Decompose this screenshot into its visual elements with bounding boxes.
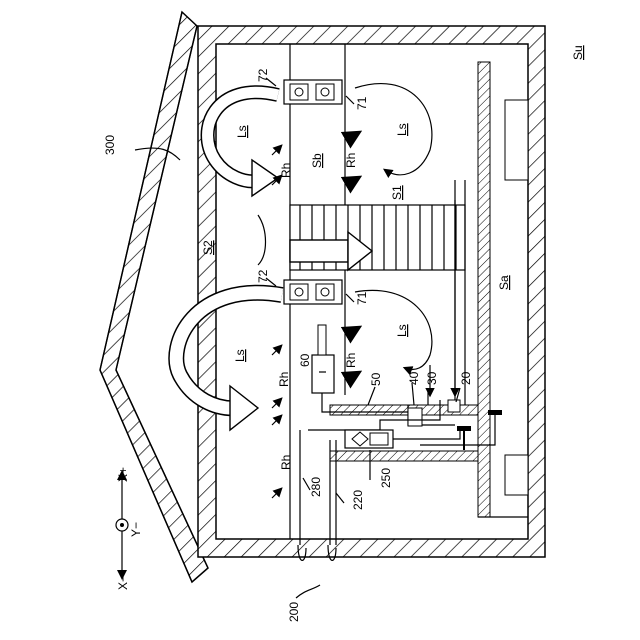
label-ls-top-right: Ls	[395, 123, 409, 136]
label-rh-1: Rh	[279, 163, 293, 178]
label-40: 40	[407, 371, 421, 385]
label-rh-3: Rh	[344, 353, 358, 368]
label-house-300: 300	[103, 135, 117, 155]
label-50: 50	[369, 372, 383, 386]
label-rh-2: Rh	[344, 153, 358, 168]
label-sa: Sa	[497, 275, 511, 290]
label-280: 280	[309, 477, 323, 497]
label-71-top: 71	[355, 96, 369, 110]
label-30: 30	[425, 371, 439, 385]
label-axis-yminus: Y−	[129, 522, 143, 537]
label-200: 200	[287, 602, 301, 622]
label-250: 250	[379, 468, 393, 488]
label-20: 20	[459, 371, 473, 385]
label-ls-bottom-left: Ls	[233, 349, 247, 362]
label-ls-bottom-right: Ls	[395, 324, 409, 337]
label-s2: S2	[201, 240, 215, 255]
label-axis-xminus: X−	[116, 575, 130, 590]
label-72-bottom: 72	[256, 269, 270, 283]
roof	[100, 12, 208, 582]
fan-unit-top	[284, 80, 342, 104]
label-sb: Sb	[310, 153, 324, 168]
label-su: Su	[571, 45, 585, 60]
label-rh-4: Rh	[277, 372, 291, 387]
label-rh-5: Rh	[279, 455, 293, 470]
label-s1: S1	[390, 185, 404, 200]
label-220: 220	[351, 490, 365, 510]
label-71-bottom: 71	[355, 291, 369, 305]
label-60: 60	[298, 353, 312, 367]
label-72-top: 72	[256, 68, 270, 82]
fan-unit-bottom	[284, 280, 342, 304]
label-ls-top-left: Ls	[235, 125, 249, 138]
axis-indicator	[116, 470, 128, 580]
label-axis-xplus: X+	[116, 467, 130, 482]
